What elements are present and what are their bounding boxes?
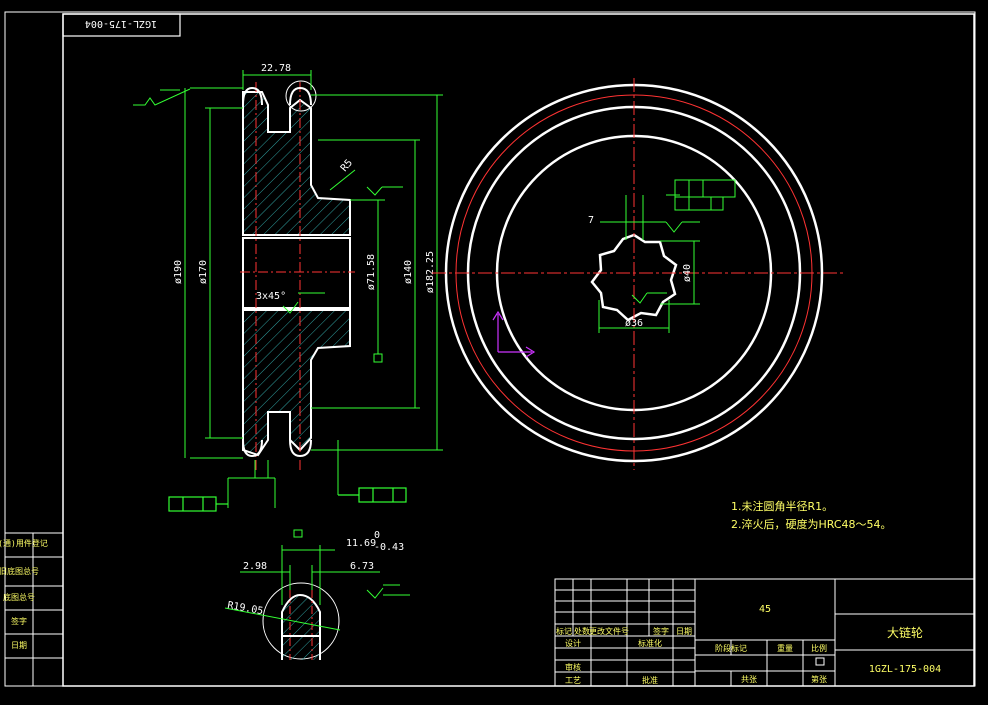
sheet-borders xyxy=(4,11,976,687)
side-block xyxy=(4,532,64,687)
tolerance-frames xyxy=(168,487,407,512)
tb-label-stage: 阶段标记 xyxy=(715,643,747,653)
note-2: 2.淬火后，硬度为HRC48～54。 xyxy=(731,517,892,531)
dim-dia-182-25: ø182.25 xyxy=(425,251,436,293)
section-dimensions xyxy=(133,70,443,508)
dim-dia-190: ø190 xyxy=(173,260,184,284)
side-item-5: 日期 xyxy=(11,641,27,650)
tb-label-approve: 批准 xyxy=(642,675,658,685)
tb-label-sheet-no: 第张 xyxy=(811,674,827,684)
dim-chamfer: 3x45° xyxy=(256,291,286,302)
dim-tooth-2-98: 2.98 xyxy=(243,561,267,572)
dim-tooth-6-73: 6.73 xyxy=(350,561,374,572)
dim-radius-19-05: R19.05 xyxy=(226,600,263,617)
drawing-number: 1GZL-175-004 xyxy=(869,664,941,675)
ucs-icon xyxy=(492,310,536,358)
tb-label-total-sheets: 共张 xyxy=(741,675,757,684)
dim-tol-upper: 0 xyxy=(374,530,380,541)
dim-dia-140: ø140 xyxy=(403,260,414,284)
tb-label-standard: 标准化 xyxy=(638,638,662,648)
tb-label-change-doc: 更改文件号 xyxy=(589,626,629,636)
tb-label-process: 工艺 xyxy=(565,676,581,685)
side-item-2: 旧底图总号 xyxy=(0,566,39,576)
dim-tol-lower: -0.43 xyxy=(374,542,404,553)
section-upper-body xyxy=(242,91,351,236)
tb-label-date: 日期 xyxy=(676,627,692,636)
title-block xyxy=(554,578,976,687)
side-item-3: 底图总号 xyxy=(3,592,35,602)
dim-dia-170: ø170 xyxy=(198,260,209,284)
tb-label-weight: 重量 xyxy=(777,643,793,653)
part-title: 大链轮 xyxy=(887,625,923,640)
front-dimensions xyxy=(598,179,736,333)
side-item-4: 签字 xyxy=(11,616,27,626)
dim-keyway-width: 7 xyxy=(588,215,594,226)
material-label: 45 xyxy=(759,604,771,615)
tb-label-count: 处数 xyxy=(574,626,590,636)
dim-dia-71-58: ø71.58 xyxy=(366,254,377,290)
tb-label-mark: 标记 xyxy=(556,626,572,636)
tb-label-design: 设计 xyxy=(565,638,581,648)
dim-tooth-11-69: 11.69 xyxy=(346,538,376,549)
dim-dia-40: ø40 xyxy=(682,264,693,282)
section-bore xyxy=(242,237,351,309)
tb-label-sign: 签字 xyxy=(653,626,669,636)
tb-label-review: 审核 xyxy=(565,662,581,672)
front-view xyxy=(432,78,845,470)
section-lower-body xyxy=(242,309,351,457)
tooth-detail xyxy=(262,582,340,660)
note-1: 1.未注圆角半径R1。 xyxy=(731,499,833,513)
section-view xyxy=(240,80,355,470)
dim-tooth-width: 22.78 xyxy=(261,63,291,74)
tooth-detail-dimensions xyxy=(224,529,410,631)
dim-dia-36: ø36 xyxy=(625,318,643,329)
tb-label-scale: 比例 xyxy=(811,643,827,653)
side-item-1: 借(通)用件登记 xyxy=(0,538,48,548)
corner-drawing-code: 1GZL-175-004 xyxy=(85,18,157,29)
